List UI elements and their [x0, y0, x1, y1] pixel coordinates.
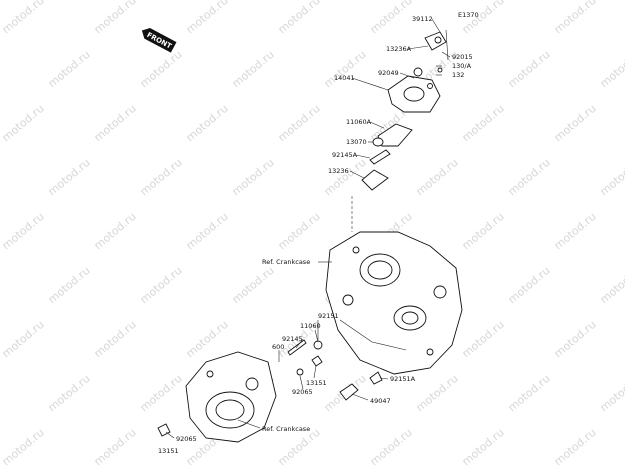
label-14041: 14041 — [334, 74, 355, 82]
watermark-text: motod.ru — [552, 0, 599, 36]
watermark-text: motod.ru — [598, 372, 625, 414]
label-ref-crankcase-lower: Ref. Crankcase — [262, 425, 310, 433]
label-11060: 11060 — [300, 322, 321, 330]
watermark-text: motod.ru — [276, 210, 323, 252]
front-direction-badge: FRONT — [141, 28, 177, 53]
watermark-text: motod.ru — [230, 156, 277, 198]
watermark-text: motod.ru — [138, 156, 185, 198]
label-e1370: E1370 — [458, 11, 479, 19]
watermark-text: motod.ru — [0, 102, 47, 144]
label-92151a: 92151A — [390, 375, 416, 383]
watermark-text: motod.ru — [92, 0, 139, 36]
label-92151: 92151 — [318, 312, 339, 320]
watermark-text: motod.ru — [460, 426, 507, 468]
watermark-text: motod.ru — [276, 102, 323, 144]
watermark-text: motod.ru — [460, 102, 507, 144]
watermark-text: motod.ru — [552, 426, 599, 468]
label-13151-b: 13151 — [158, 447, 179, 455]
watermark-text: motod.ru — [0, 0, 47, 36]
label-13236a: 13236A — [386, 45, 412, 53]
watermark-text: motod.ru — [460, 318, 507, 360]
label-13236: 13236 — [328, 167, 349, 175]
watermark-text: motod.ru — [184, 0, 231, 36]
watermark-text: motod.ru — [92, 426, 139, 468]
watermark-text: motod.ru — [598, 48, 625, 90]
label-92145a: 92145A — [332, 151, 358, 159]
label-11060a: 11060A — [346, 118, 372, 126]
watermark-text: motod.ru — [368, 426, 415, 468]
watermark-text: motod.ru — [230, 48, 277, 90]
label-13151-a: 13151 — [306, 379, 327, 387]
lower-crankcase-body — [185, 351, 277, 443]
watermark-text: motod.ru — [506, 264, 553, 306]
watermark-text: motod.ru — [0, 156, 1, 198]
watermark-text: motod.ru — [598, 156, 625, 198]
label-92065-b: 92065 — [176, 435, 197, 443]
label-132: 132 — [452, 71, 464, 79]
watermark-text: motod.ru — [552, 210, 599, 252]
label-130a: 130/A — [452, 62, 472, 70]
watermark-text: motod.ru — [460, 210, 507, 252]
upper-cover-assembly — [351, 29, 449, 232]
watermark-text: motod.ru — [184, 210, 231, 252]
label-600: 600 — [272, 343, 284, 351]
label-39112: 39112 — [412, 15, 433, 23]
small-parts — [157, 339, 383, 437]
watermark-text: motod.ru — [46, 156, 93, 198]
label-92065-a: 92065 — [292, 388, 313, 396]
watermark-text: motod.ru — [322, 48, 369, 90]
watermark-text: motod.ru — [414, 372, 461, 414]
watermark-text: motod.ru — [598, 264, 625, 306]
watermark-text: motod.ru — [230, 264, 277, 306]
watermark-text: motod.ru — [0, 426, 47, 468]
watermark-text: motod.ru — [0, 372, 1, 414]
watermark-text: motod.ru — [92, 210, 139, 252]
watermark-text: motod.ru — [138, 264, 185, 306]
watermark-text: motod.ru — [92, 318, 139, 360]
crankcase-body — [325, 231, 463, 375]
watermark-text: motod.ru — [0, 264, 1, 306]
watermark-text: motod.ru — [0, 210, 47, 252]
watermark-text: motod.ru — [506, 156, 553, 198]
label-13070: 13070 — [346, 138, 367, 146]
watermark-text: motod.ru — [184, 318, 231, 360]
watermark-text: motod.ru — [46, 264, 93, 306]
watermark-text: motod.ru — [414, 156, 461, 198]
label-92015: 92015 — [452, 53, 473, 61]
label-92049: 92049 — [378, 69, 399, 77]
watermark-text: motod.ru — [184, 102, 231, 144]
watermark-text: motod.ru — [552, 318, 599, 360]
watermark-text: motod.ru — [138, 372, 185, 414]
label-49047: 49047 — [370, 397, 391, 405]
watermark-text: motod.ru — [368, 0, 415, 36]
watermark-text: motod.ru — [92, 102, 139, 144]
part-labels: 39112 E1370 13236A 92015 130/A 132 14041… — [158, 11, 479, 455]
label-ref-crankcase-upper: Ref. Crankcase — [262, 258, 310, 266]
watermark-text: motod.ru — [0, 318, 47, 360]
leader-lines — [165, 18, 451, 439]
label-92145: 92145 — [282, 335, 303, 343]
watermark-text: motod.ru — [0, 48, 1, 90]
watermark-text: motod.ru — [552, 102, 599, 144]
watermark-text: motod.ru — [138, 48, 185, 90]
watermark-text: motod.ru — [46, 48, 93, 90]
watermark-text: motod.ru — [276, 0, 323, 36]
watermark-text: motod.ru — [506, 48, 553, 90]
watermark-text: motod.ru — [46, 372, 93, 414]
watermark-text: motod.ru — [506, 372, 553, 414]
